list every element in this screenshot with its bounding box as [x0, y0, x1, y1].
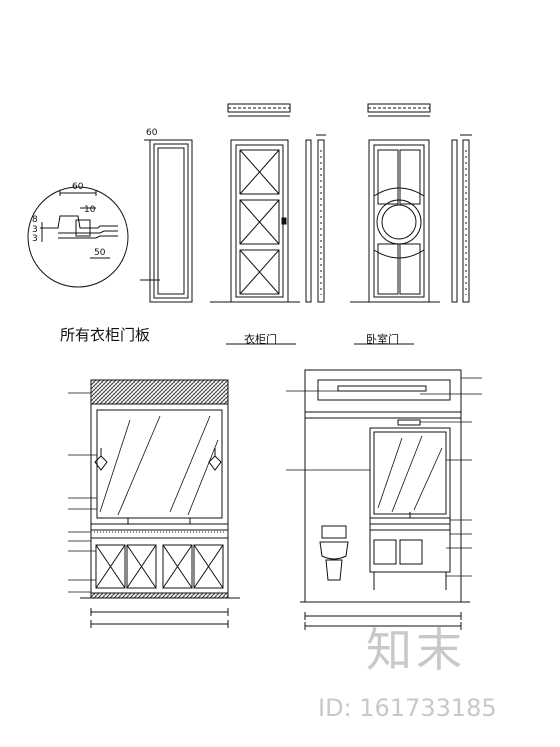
- dim-detail-bottom: 50: [94, 248, 106, 258]
- dim-detail-top: 60: [72, 182, 84, 192]
- wardrobe-door-elevation: [210, 103, 300, 303]
- door-label-bedroom: 卧室门: [366, 333, 399, 346]
- dim-detail-side-b: 3: [32, 225, 38, 235]
- dim-detail-side-a: 8: [32, 215, 38, 225]
- dim-panel-top: 60: [146, 128, 158, 138]
- bedroom-door-side-section: [451, 134, 472, 303]
- watermark-logo: 知末: [366, 623, 466, 677]
- cabinet-door-panel: [140, 139, 193, 303]
- bedroom-door-elevation: [350, 103, 440, 303]
- watermark-id: ID: 161733185: [318, 694, 497, 722]
- wardrobe-door-side-section: [305, 134, 326, 303]
- dim-detail-side-c: 3: [32, 234, 38, 244]
- door-label-wardrobe: 衣柜门: [244, 333, 277, 346]
- panel-title: 所有衣柜门板: [60, 326, 151, 344]
- section-detail-circle: [27, 186, 129, 288]
- dim-detail-mid: 10: [84, 205, 96, 215]
- vanity-front-elevation: [68, 379, 240, 628]
- vanity-side-elevation: [286, 369, 482, 630]
